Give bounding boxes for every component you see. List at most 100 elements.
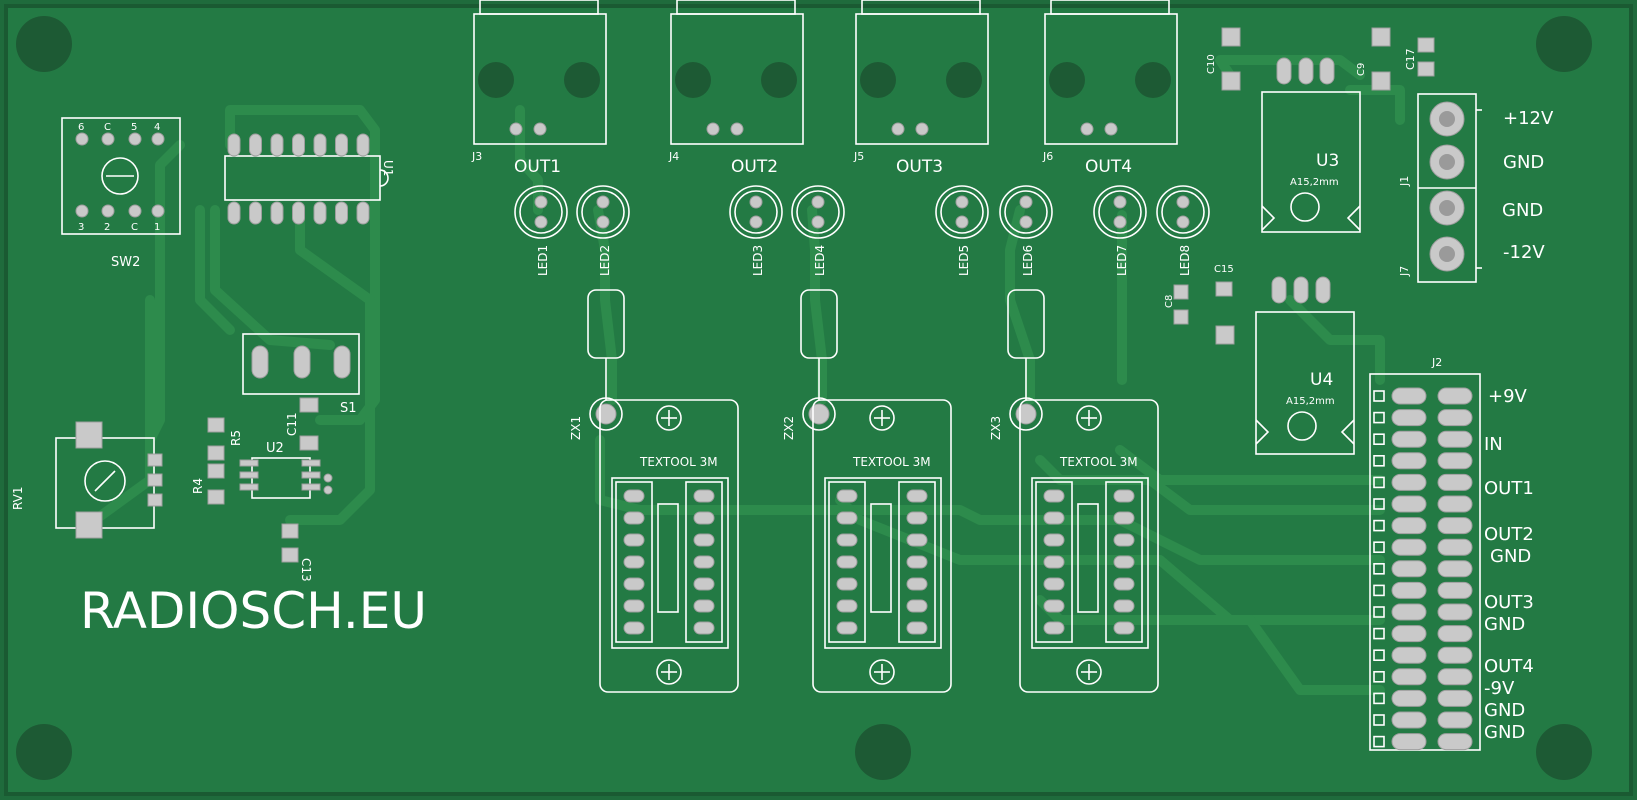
led[interactable] [999,185,1053,239]
sw2-label: SW2 [111,255,140,270]
j2-pin [1437,409,1473,427]
c13-label: C13 [299,558,313,582]
led7-label: LED7 [1115,245,1129,276]
led6-label: LED6 [1021,245,1035,276]
led[interactable] [576,185,630,239]
u3-package: A15,2mm [1290,177,1339,188]
j2-pin [1437,452,1473,470]
u3-regulator[interactable] [1261,57,1361,233]
u1-pin [356,201,370,225]
j2-pin [1437,538,1473,556]
c8-label: C8 [1164,295,1175,308]
j2-pin [1391,625,1427,643]
j2-pin-label: OUT2 [1484,524,1534,545]
u1-pin [292,201,305,225]
textool-socket[interactable] [1019,399,1159,693]
led[interactable] [514,185,568,239]
j2-pin [1437,581,1473,599]
j2-pin [1437,733,1473,751]
smd-resistors[interactable] [207,417,225,505]
j2-pin [1437,495,1473,513]
j2-pin [1391,560,1427,578]
u2-ic[interactable] [239,457,333,499]
out-label: OUT2 [731,157,778,177]
s1-label: S1 [340,401,357,416]
u1-pin [313,133,327,157]
j2-pin [1391,711,1427,729]
u4-regulator[interactable] [1255,276,1355,455]
j2-pin [1391,668,1427,686]
u1-pin [313,201,327,225]
j3-label: J3 [471,150,482,163]
j2-pin-label: GND [1490,546,1531,567]
smd-capacitors[interactable] [281,27,1435,563]
u1-pin [249,133,262,157]
u1-ic[interactable] [224,133,389,225]
j2-pin-label: GND [1484,614,1525,635]
out-label: OUT3 [896,157,943,177]
power-terminal[interactable] [1417,93,1482,283]
led4-label: LED4 [813,245,827,276]
j2-pin [1391,452,1427,470]
j4-label: J4 [668,150,679,163]
j5-label: J5 [853,150,864,163]
j2-pin [1437,689,1473,707]
sw2-pin-label-bottom: 1 [154,222,160,233]
led[interactable] [791,185,845,239]
j2-pin [1391,646,1427,664]
sw2-pin [75,204,89,218]
led1-label: LED1 [536,245,550,276]
j2-pin [1437,625,1473,643]
led5-label: LED5 [957,245,971,276]
power-label: +12V [1503,108,1554,129]
textool-socket[interactable] [812,399,952,693]
led[interactable] [935,185,989,239]
sw2-pin [151,132,165,146]
j2-pin [1391,603,1427,621]
j2-pin [1391,495,1427,513]
u4-package: A15,2mm [1286,396,1335,407]
led3-label: LED3 [751,245,765,276]
c10-label: C10 [1206,54,1217,74]
u4-label: U4 [1310,370,1333,390]
j2-pin [1391,430,1427,448]
sw2-pin-label-bottom: 2 [104,222,110,233]
u1-pin [270,133,284,157]
j2-header[interactable] [1369,373,1481,751]
rv1-potentiometer[interactable] [55,421,163,539]
power-label: -12V [1503,242,1545,263]
out-label: OUT1 [514,157,561,177]
zx1-label: ZX1 [569,416,583,440]
sw2-pin-label-top: 6 [78,122,84,133]
sw2-pin [101,132,115,146]
sw2-pin-label-bottom: C [131,222,138,233]
textool-socket[interactable] [599,399,739,693]
j2-pin-label: GND [1484,700,1525,721]
led[interactable] [1093,185,1147,239]
c9-label: C9 [1356,63,1367,76]
sw2-pin-label-top: 4 [154,122,160,133]
j2-pin-label: +9V [1488,386,1528,407]
r5-label: R5 [229,430,243,446]
led[interactable] [1156,185,1210,239]
rv1-label: RV1 [11,486,25,510]
r4-label: R4 [191,478,205,494]
led[interactable] [729,185,783,239]
u3-label: U3 [1316,151,1339,171]
j2-label: J2 [1431,356,1442,369]
sw2-pin-label-top: 5 [131,122,137,133]
s1-switch[interactable] [242,333,360,395]
j2-pin [1437,560,1473,578]
j2-pin [1391,733,1427,751]
out-label: OUT4 [1085,157,1132,177]
u1-pin [292,133,305,157]
j2-pin-label: -9V [1484,678,1515,699]
j1-label: J1 [1398,176,1411,187]
u1-pin [335,133,348,157]
j2-pin [1437,603,1473,621]
